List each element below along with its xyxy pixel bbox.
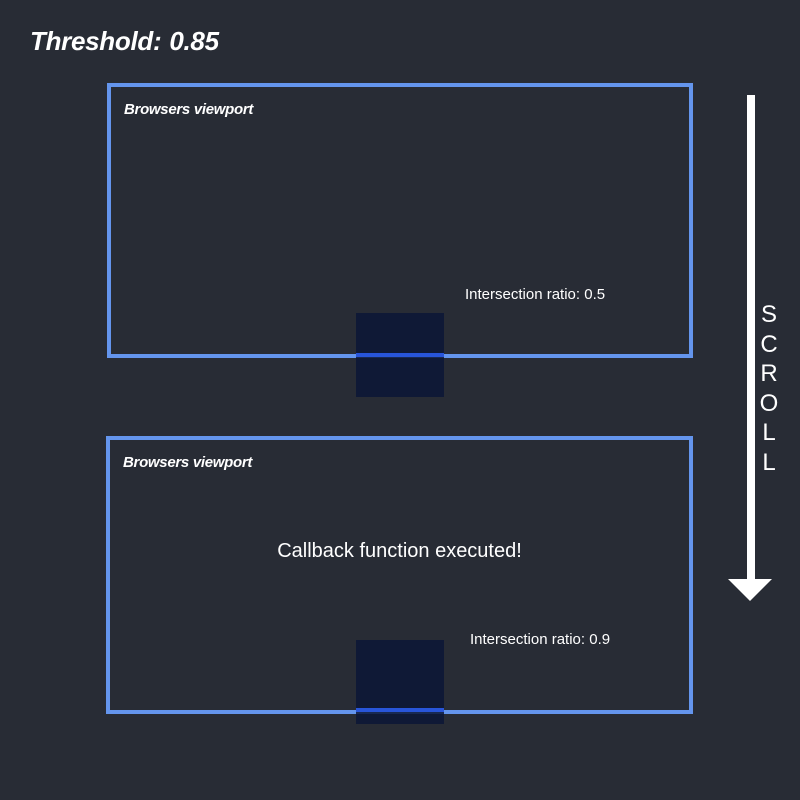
viewport-overlap-edge — [356, 353, 444, 357]
callback-message: Callback function executed! — [277, 540, 522, 562]
scroll-letter: C — [760, 330, 778, 358]
viewport-overlap-edge — [356, 708, 444, 712]
threshold-label: Threshold: — [30, 26, 162, 56]
intersection-ratio-label: Intersection ratio: 0.5 — [465, 286, 606, 303]
threshold-heading: Threshold:0.85 — [30, 26, 219, 57]
scroll-arrow-shaft — [747, 95, 755, 583]
scroll-letter: S — [760, 301, 777, 328]
target-element-after — [356, 640, 444, 724]
viewport-title: Browsers viewport — [124, 101, 254, 118]
scroll-label: S C R O L L — [758, 300, 780, 477]
threshold-value: 0.85 — [169, 26, 219, 56]
viewport-title: Browsers viewport — [123, 454, 253, 471]
scroll-letter: L — [762, 419, 776, 446]
scroll-letter: O — [759, 389, 779, 417]
scroll-arrow-down-icon — [728, 579, 772, 601]
intersection-ratio-label: Intersection ratio: 0.9 — [470, 631, 611, 648]
scroll-letter: L — [762, 448, 776, 476]
scroll-letter: R — [760, 360, 778, 387]
target-element-before — [356, 313, 444, 397]
